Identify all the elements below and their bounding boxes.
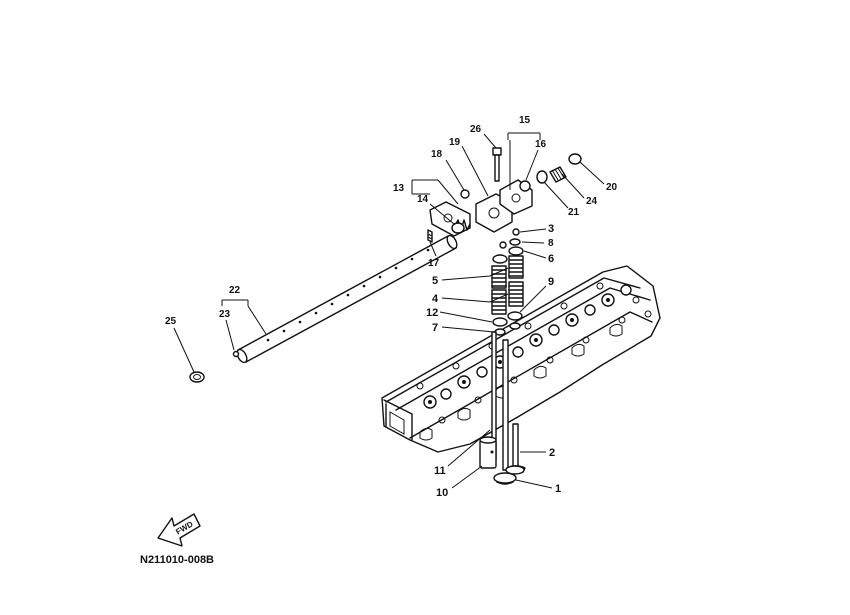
washer-21 bbox=[536, 170, 548, 184]
callout-20: 20 bbox=[606, 182, 618, 193]
callout-24: 24 bbox=[586, 196, 598, 207]
shaft-washer bbox=[451, 222, 465, 234]
callout-15: 15 bbox=[519, 115, 531, 126]
callout-13: 13 bbox=[393, 183, 405, 194]
inner-spring-right bbox=[508, 281, 524, 307]
inner-spring-left bbox=[491, 289, 507, 315]
callout-23: 23 bbox=[219, 309, 231, 320]
callout-14: 14 bbox=[417, 194, 429, 205]
callout-3: 3 bbox=[548, 223, 554, 235]
callout-labels: 15 26 16 19 18 13 14 17 20 24 21 3 8 6 5… bbox=[165, 115, 618, 499]
stem-seal-left bbox=[492, 317, 508, 336]
callout-2: 2 bbox=[549, 447, 555, 459]
shaft-oil-holes bbox=[266, 248, 430, 342]
callout-21: 21 bbox=[568, 207, 580, 218]
adjust-nut bbox=[460, 189, 470, 199]
callout-11: 11 bbox=[434, 465, 446, 477]
callout-16: 16 bbox=[535, 139, 547, 150]
cotter-right bbox=[512, 228, 520, 236]
callout-9: 9 bbox=[548, 276, 554, 288]
circlip bbox=[189, 371, 205, 383]
callout-12: 12 bbox=[426, 307, 438, 319]
head-bosses bbox=[416, 282, 652, 424]
callout-25: 25 bbox=[165, 316, 177, 327]
washer-20 bbox=[568, 153, 582, 165]
callout-4: 4 bbox=[432, 293, 439, 305]
callout-19: 19 bbox=[449, 137, 461, 148]
retainer-left bbox=[492, 254, 508, 264]
callout-26: 26 bbox=[470, 124, 482, 135]
cotter-left bbox=[499, 241, 507, 249]
callout-10: 10 bbox=[436, 487, 448, 499]
washer-16 bbox=[519, 180, 531, 192]
callout-1: 1 bbox=[555, 483, 561, 495]
diagram-code: N211010-008B bbox=[140, 554, 214, 566]
valve-2 bbox=[505, 423, 526, 475]
callout-22: 22 bbox=[229, 285, 241, 296]
rocker-arm-left bbox=[429, 201, 471, 237]
callout-8: 8 bbox=[548, 238, 554, 249]
valve-seat-row bbox=[423, 284, 632, 409]
shaft-plug bbox=[232, 350, 240, 358]
retainer-right bbox=[508, 246, 524, 256]
valve-cap bbox=[509, 238, 521, 246]
leader-lines bbox=[173, 132, 605, 489]
callout-5: 5 bbox=[432, 275, 438, 287]
callout-18: 18 bbox=[431, 149, 443, 160]
outer-spring-right bbox=[508, 255, 524, 279]
fwd-arrow: FWD bbox=[157, 513, 201, 547]
support-bolt bbox=[492, 147, 502, 182]
valve-guide bbox=[479, 436, 497, 469]
callout-7: 7 bbox=[432, 322, 438, 334]
outer-spring-left bbox=[491, 265, 507, 289]
spring-24 bbox=[549, 166, 567, 183]
rocker-shaft bbox=[236, 234, 458, 364]
head-ports bbox=[419, 323, 623, 441]
adjust-screw bbox=[427, 229, 433, 243]
callout-6: 6 bbox=[548, 253, 554, 265]
cylinder-head bbox=[381, 265, 661, 453]
stem-seal-right bbox=[507, 311, 523, 330]
callout-17: 17 bbox=[428, 258, 440, 269]
